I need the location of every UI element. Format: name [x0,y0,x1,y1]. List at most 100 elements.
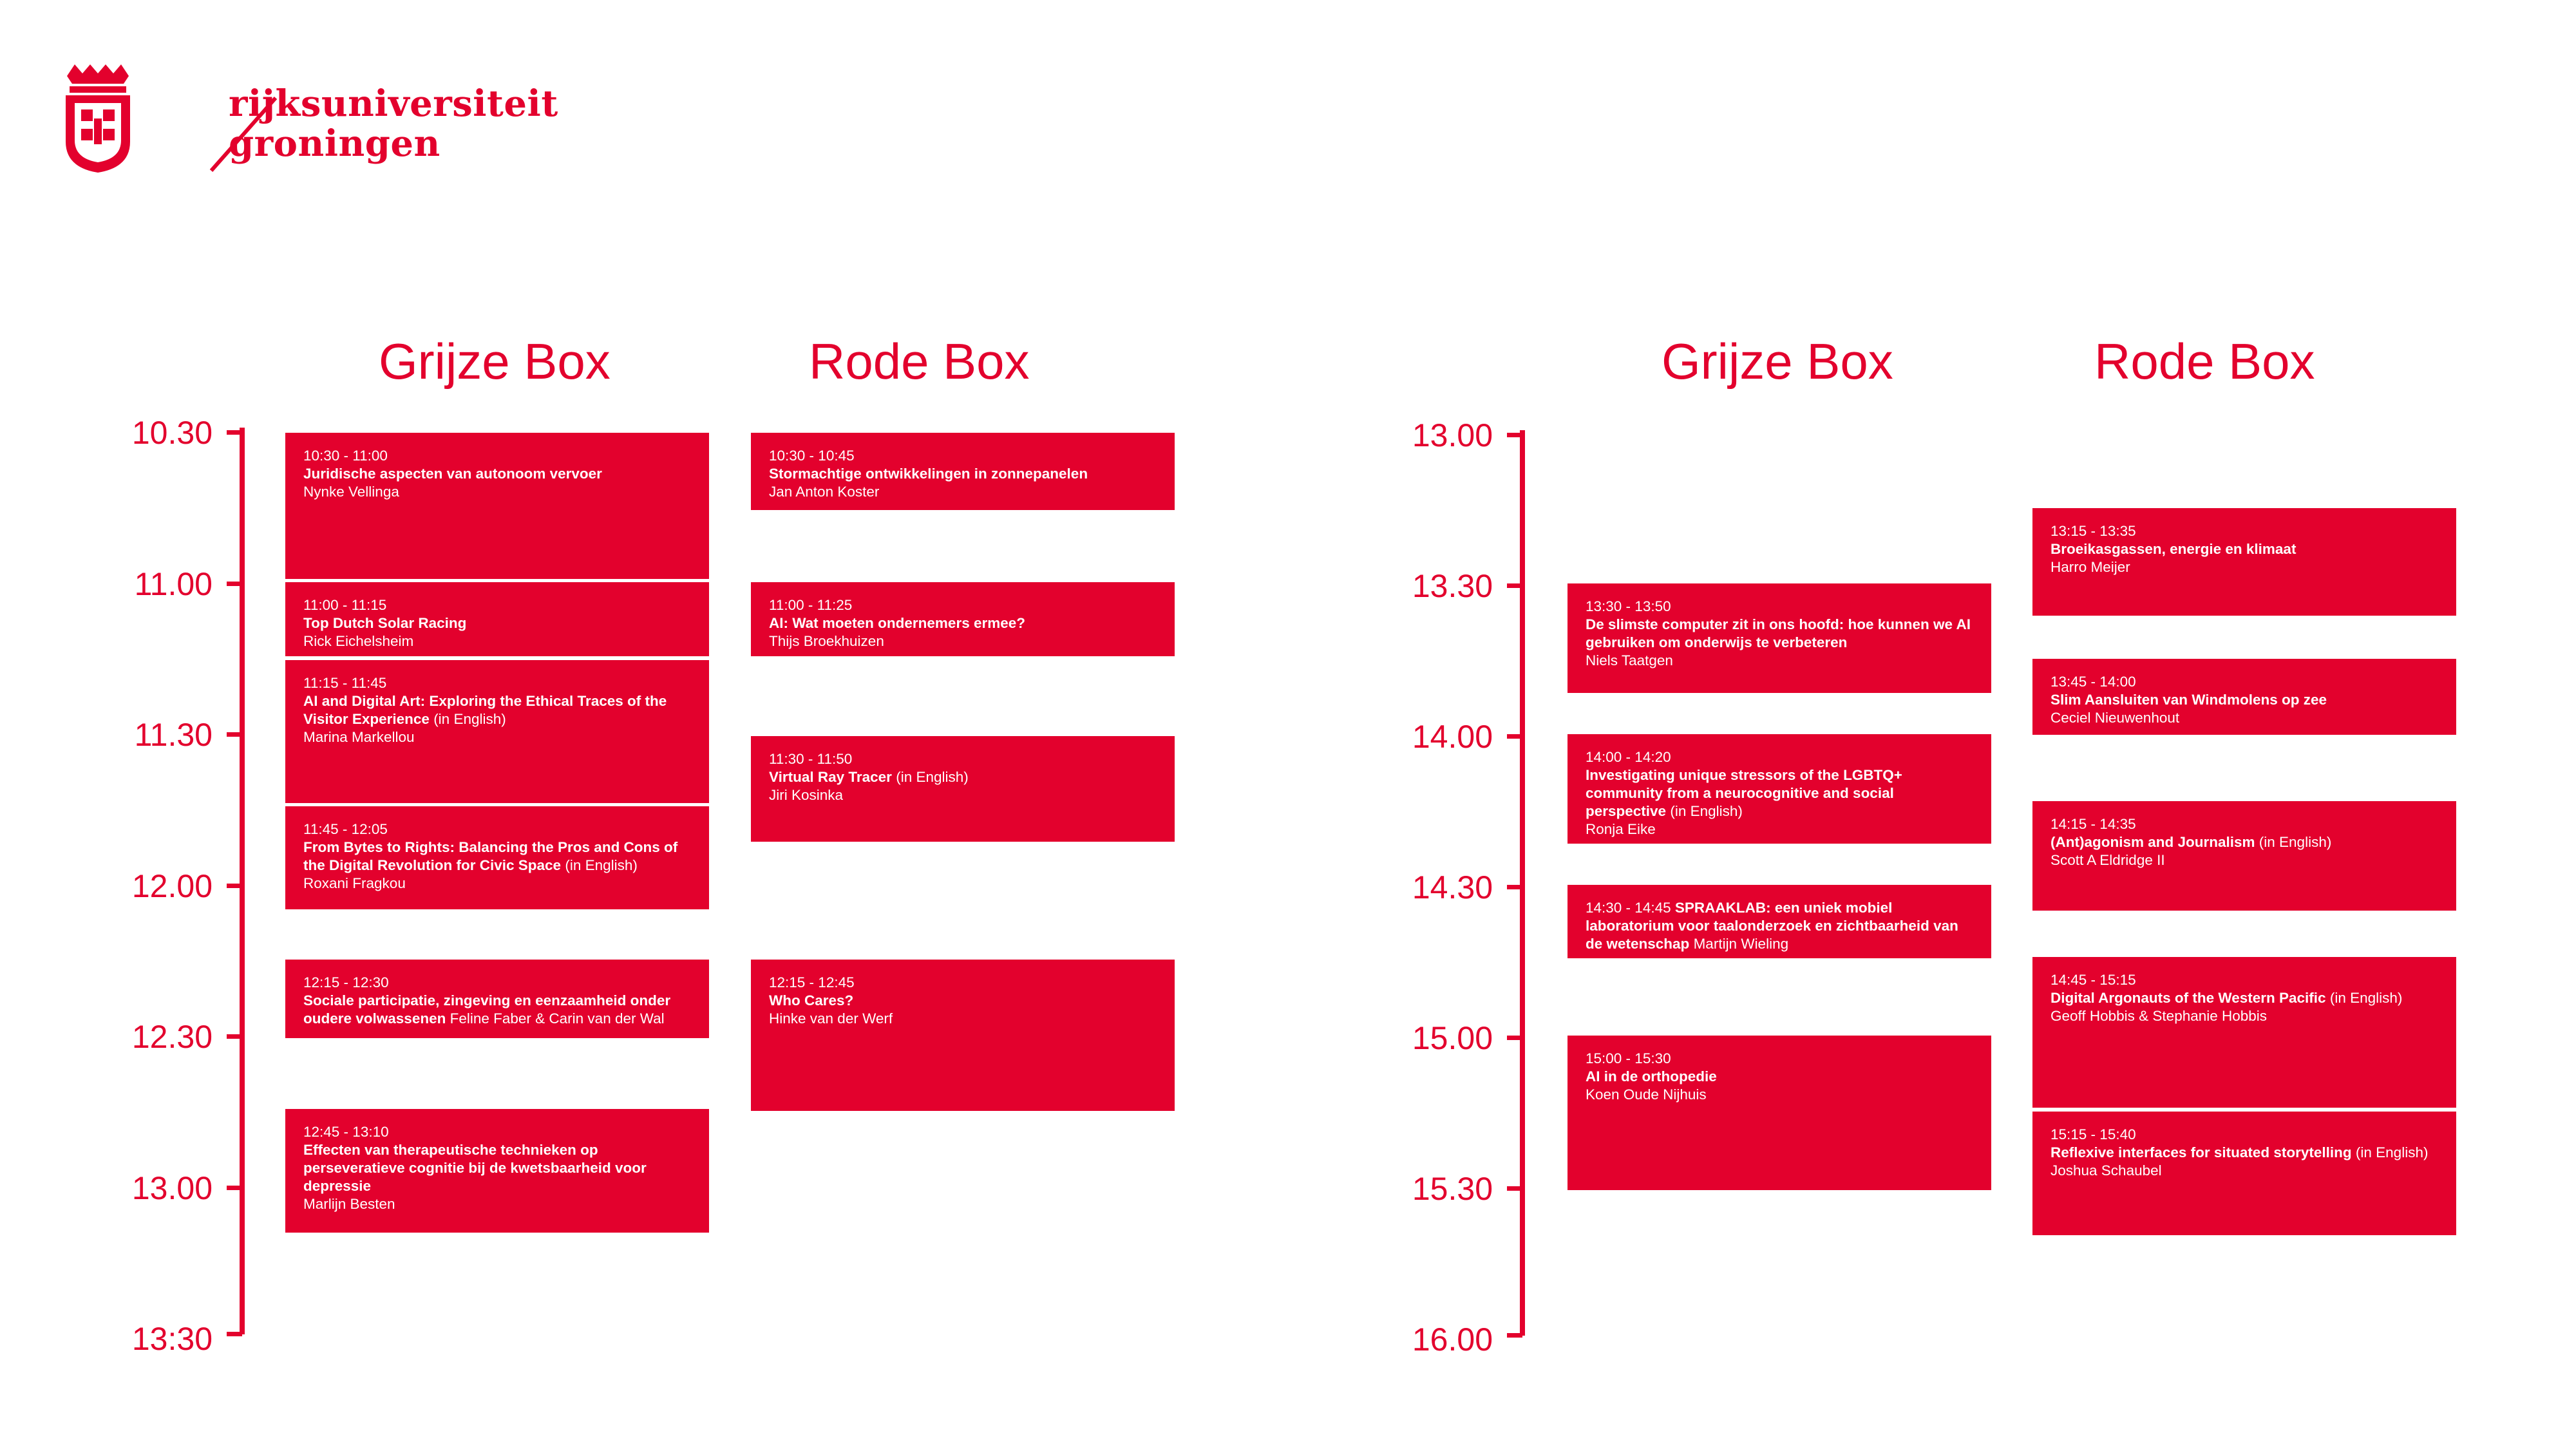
session-speaker: Geoff Hobbis & Stephanie Hobbis [2050,1008,2268,1024]
session-note: (in English) [2351,1144,2429,1160]
university-logo [66,64,278,173]
session-block[interactable]: 15:15 - 15:40 Reflexive interfaces for s… [2032,1112,2456,1235]
session-speaker: Nynke Vellinga [303,484,399,500]
time-label: 14.30 [1412,869,1493,905]
right-time-axis [1520,430,1525,1336]
session-time: 12:15 - 12:45 [769,974,855,990]
axis-tick [227,732,242,737]
session-title: Juridische aspecten van autonoom vervoer [303,466,602,482]
axis-tick [227,582,242,586]
session-speaker: Harro Meijer [2050,559,2130,575]
session-block[interactable]: 11:00 - 11:15 Top Dutch Solar Racing Ric… [285,582,709,656]
session-note: (in English) [429,711,506,727]
session-title: Broeikasgassen, energie en klimaat [2050,541,2297,557]
axis-tick [227,1186,242,1190]
session-time: 10:30 - 11:00 [303,448,388,464]
session-time: 14:45 - 15:15 [2050,972,2136,988]
session-block[interactable]: 10:30 - 11:00 Juridische aspecten van au… [285,433,709,579]
session-time: 15:15 - 15:40 [2050,1126,2136,1142]
session-speaker: Hinke van der Werf [769,1010,893,1027]
session-time: 14:30 - 14:45 [1586,900,1671,916]
logo-line-2: groningen [229,122,440,165]
session-speaker: Marlijn Besten [303,1196,395,1212]
axis-tick [1507,1333,1522,1338]
session-title: (Ant)agonism and Journalism [2050,834,2255,850]
session-title: Virtual Ray Tracer [769,769,892,785]
time-label: 12.00 [131,868,213,904]
axis-tick [1507,734,1522,739]
session-block[interactable]: 12:15 - 12:30 Sociale participatie, zing… [285,960,709,1038]
session-block[interactable]: 14:15 - 14:35 (Ant)agonism and Journalis… [2032,801,2456,911]
session-block[interactable]: 11:15 - 11:45 AI and Digital Art: Explor… [285,660,709,803]
time-label: 12.30 [131,1019,213,1055]
session-block[interactable]: 11:00 - 11:25 AI: Wat moeten ondernemers… [751,582,1175,656]
session-note: (in English) [561,857,638,873]
crest-icon [66,64,130,173]
time-label: 11.00 [134,566,213,602]
session-note: (in English) [2255,834,2332,850]
session-title: Top Dutch Solar Racing [303,615,467,631]
session-title: AI and Digital Art: Exploring the Ethica… [303,693,667,727]
session-block[interactable]: 11:30 - 11:50 Virtual Ray Tracer (in Eng… [751,736,1175,842]
axis-tick [1507,433,1522,437]
session-time: 14:00 - 14:20 [1586,749,1671,765]
session-title: From Bytes to Rights: Balancing the Pros… [303,839,678,873]
session-time: 11:00 - 11:25 [769,597,853,613]
axis-tick [1507,1186,1522,1191]
axis-tick [227,430,242,435]
session-title: Who Cares? [769,992,854,1009]
session-speaker: Marina Markellou [303,729,415,745]
time-label: 11.30 [134,717,213,753]
session-note: Martijn Wieling [1689,936,1789,952]
session-speaker: Thijs Broekhuizen [769,633,884,649]
axis-tick [227,1034,242,1039]
session-speaker: Jan Anton Koster [769,484,880,500]
session-block[interactable]: 12:15 - 12:45 Who Cares? Hinke van der W… [751,960,1175,1111]
time-label: 14.00 [1412,719,1493,755]
session-speaker: Niels Taatgen [1586,652,1673,668]
session-time: 13:30 - 13:50 [1586,598,1671,614]
session-time: 10:30 - 10:45 [769,448,855,464]
session-title: Slim Aansluiten van Windmolens op zee [2050,692,2327,708]
left-time-axis [240,428,245,1334]
session-block[interactable]: 11:45 - 12:05 From Bytes to Rights: Bala… [285,806,709,909]
session-time: 11:15 - 11:45 [303,675,387,691]
session-speaker: Rick Eichelsheim [303,633,414,649]
session-speaker: Jiri Kosinka [769,787,844,803]
session-block[interactable]: 14:45 - 15:15 Digital Argonauts of the W… [2032,957,2456,1108]
right-grijze-box-header: Grijze Box [1662,333,1893,390]
session-speaker: Ceciel Nieuwenhout [2050,710,2180,726]
axis-tick [1507,583,1522,588]
session-title: Sociale participatie, zingeving en eenza… [303,992,671,1027]
session-note: (in English) [2325,990,2403,1006]
session-time: 12:15 - 12:30 [303,974,389,990]
session-block[interactable]: 13:30 - 13:50 De slimste computer zit in… [1567,583,1991,693]
session-speaker: Scott A Eldridge II [2050,852,2165,868]
session-block[interactable]: 14:30 - 14:45 SPRAAKLAB: een uniek mobie… [1567,885,1991,958]
session-title: AI in de orthopedie [1586,1068,1717,1084]
session-title: Effecten van therapeutische technieken o… [303,1142,647,1194]
session-time: 13:15 - 13:35 [2050,523,2136,539]
session-block[interactable]: 10:30 - 10:45 Stormachtige ontwikkelinge… [751,433,1175,510]
session-block[interactable]: 13:45 - 14:00 Slim Aansluiten van Windmo… [2032,659,2456,735]
session-title: Stormachtige ontwikkelingen in zonnepane… [769,466,1088,482]
session-title: SPRAAKLAB: een uniek mobiel laboratorium… [1586,900,1958,952]
university-name: rijksuniversiteit groningen [229,84,558,164]
session-note: (in English) [1666,803,1743,819]
session-speaker: Koen Oude Nijhuis [1586,1086,1707,1103]
session-note: Feline Faber & Carin van der Wal [446,1010,665,1027]
session-time: 11:45 - 12:05 [303,821,388,837]
session-time: 13:45 - 14:00 [2050,674,2136,690]
time-label: 13.00 [131,1170,213,1206]
axis-tick [227,1332,242,1336]
session-block[interactable]: 13:15 - 13:35 Broeikasgassen, energie en… [2032,508,2456,616]
session-block[interactable]: 14:00 - 14:20 Investigating unique stres… [1567,734,1991,844]
time-label: 16.00 [1412,1321,1493,1358]
session-block[interactable]: 12:45 - 13:10 Effecten van therapeutisch… [285,1109,709,1233]
session-title: Digital Argonauts of the Western Pacific [2050,990,2326,1006]
axis-tick [1507,885,1522,889]
axis-tick [227,884,242,888]
time-label: 10.30 [131,415,213,451]
session-block[interactable]: 15:00 - 15:30 AI in de orthopedie Koen O… [1567,1036,1991,1190]
axis-tick [1507,1036,1522,1040]
